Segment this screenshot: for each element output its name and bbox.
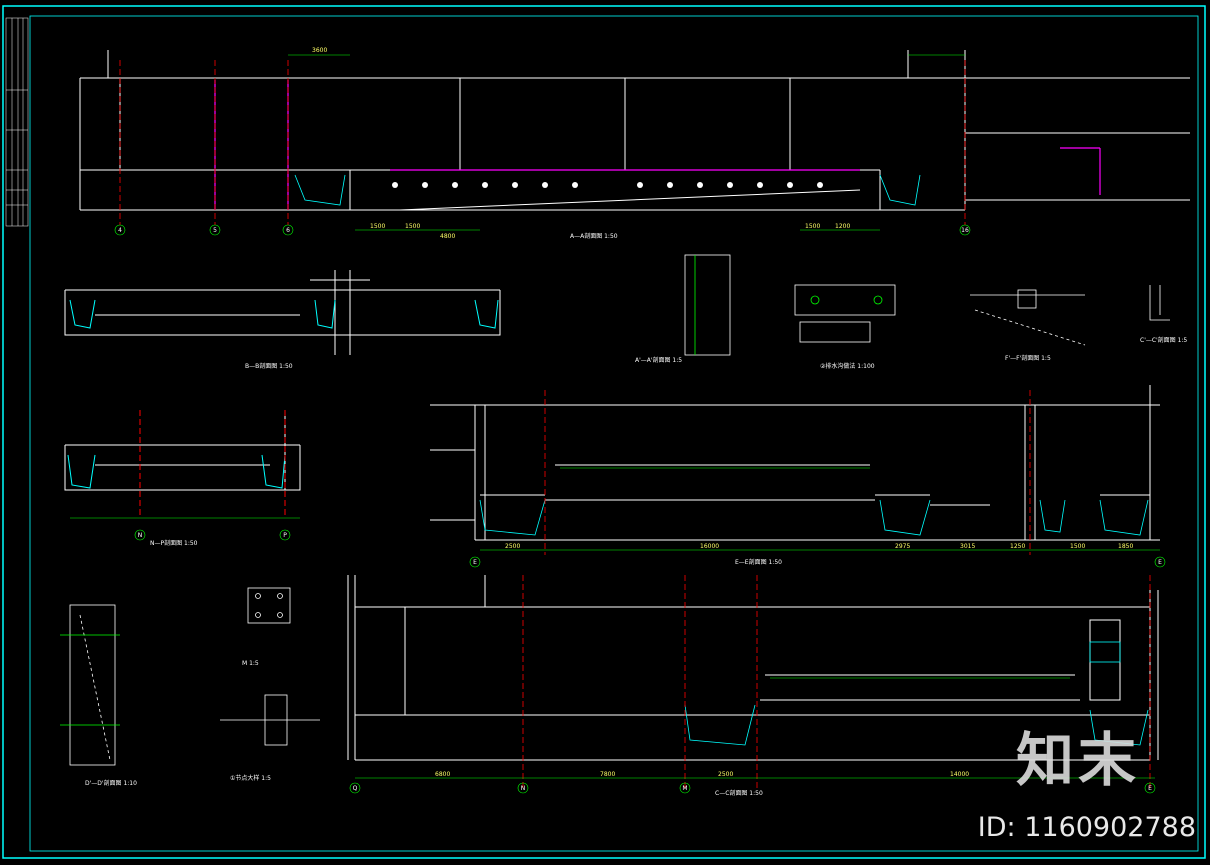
detail-2: [794, 284, 896, 343]
a-prime-title: A'—A'剖面图 1:5: [635, 356, 682, 364]
ee-axis-left: E: [473, 559, 477, 566]
aa-dim-top: 3600: [312, 47, 327, 54]
np-axis-p: P: [283, 532, 287, 539]
aa-axis-1: 4: [118, 227, 122, 234]
aa-title: A—A剖面图 1:50: [570, 232, 618, 240]
outer-frame: [2, 5, 1206, 859]
cc-dim-4: 14000: [950, 771, 969, 778]
bb-title: B—B剖面图 1:50: [245, 362, 293, 370]
aa-dim-3: 4800: [440, 233, 455, 240]
ee-dim-5: 1250: [1010, 543, 1025, 550]
section-cc: Q N M E C—C剖面图 1:50 6800 7800 2500 14000: [347, 575, 1159, 797]
section-aa: 4 5 6 16 A—A剖面图 1:50 3600 1500 1500 4800…: [79, 47, 1190, 240]
cc-axis-n: N: [521, 785, 526, 792]
detail-2-title: ②排水沟做法 1:100: [820, 362, 875, 370]
section-bb: [64, 270, 501, 355]
f-f-title: F'—F'剖面图 1:5: [1005, 354, 1051, 362]
cc-dim-1: 6800: [435, 771, 450, 778]
d-d-title: D'—D'剖面图 1:10: [85, 779, 137, 787]
image-id-label: ID: 1160902788: [977, 812, 1196, 843]
aa-axis-2: 5: [213, 227, 217, 234]
detail-f: [970, 289, 1086, 346]
np-axis-n: N: [138, 532, 143, 539]
m-title: M 1:5: [242, 660, 259, 667]
np-title: N—P剖面图 1:50: [150, 539, 198, 547]
ee-dim-1: 2500: [505, 543, 520, 550]
brand-watermark: 知末: [1015, 726, 1140, 794]
detail-1: [220, 694, 320, 746]
detail-m: [247, 587, 291, 624]
ee-dim-7: 1850: [1118, 543, 1133, 550]
cc-axis-q: Q: [353, 785, 358, 792]
cc-title: C—C剖面图 1:50: [715, 789, 763, 797]
cc-axis-e: E: [1148, 785, 1152, 792]
detail-c: [1149, 285, 1170, 321]
ee-dim-6: 1500: [1070, 543, 1085, 550]
section-ee: E E E—E剖面图 1:50 2500 16000 2975 3015 125…: [430, 385, 1166, 568]
inner-frame: [29, 15, 1199, 852]
cc-dim-3: 2500: [718, 771, 733, 778]
cc-dim-2: 7800: [600, 771, 615, 778]
detail-d: [60, 604, 120, 766]
aa-axis-3: 6: [286, 227, 290, 234]
ee-dim-2: 16000: [700, 543, 719, 550]
detail-a-prime: [684, 254, 731, 356]
section-np: [64, 410, 301, 541]
ee-axis-right: E: [1158, 559, 1162, 566]
title-strip: [5, 17, 29, 227]
detail-1-title: ①节点大样 1:5: [230, 774, 271, 782]
aa-dim-2: 1500: [405, 223, 420, 230]
ee-dim-4: 3015: [960, 543, 975, 550]
aa-dim-5: 1200: [835, 223, 850, 230]
ee-dim-3: 2975: [895, 543, 910, 550]
aa-dim-1: 1500: [370, 223, 385, 230]
aa-dim-4: 1500: [805, 223, 820, 230]
ee-title: E—E剖面图 1:50: [735, 558, 782, 566]
aa-axis-4: 16: [961, 227, 969, 234]
c-prime-title: C'—C'剖面图 1:5: [1140, 336, 1187, 344]
cc-axis-m: M: [682, 785, 687, 792]
